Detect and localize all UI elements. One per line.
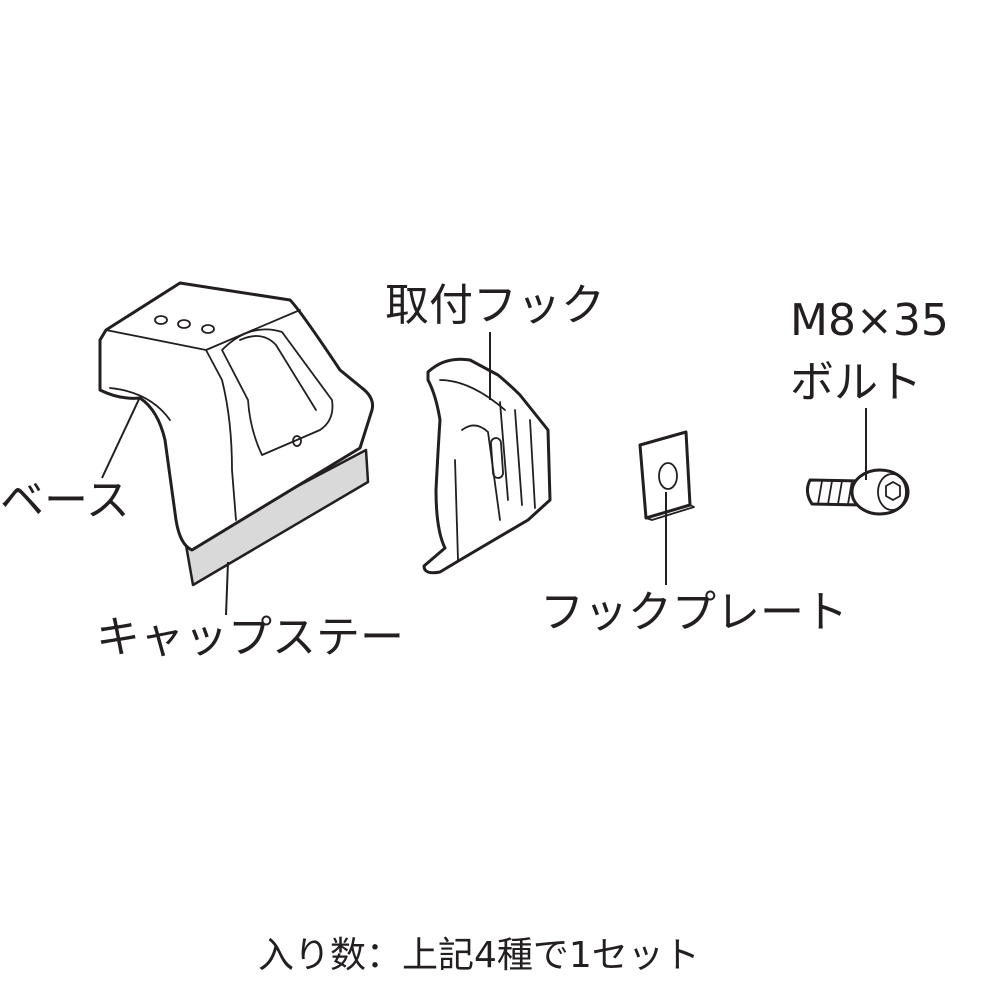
label-bolt: ボルト xyxy=(790,357,922,408)
leader-base xyxy=(101,396,141,479)
label-hook-plate: フックプレート xyxy=(540,587,848,638)
set-quantity-note: 入り数：上記4種で1セット xyxy=(258,935,700,976)
bolt-part xyxy=(805,468,910,516)
label-cap-stay: キャップステー xyxy=(96,612,404,663)
label-hook: 取付フック xyxy=(385,280,605,331)
leader-cap-stay xyxy=(225,561,229,616)
label-bolt-size: M8×35 xyxy=(790,295,949,346)
hook-plate-part xyxy=(638,430,695,521)
base-part xyxy=(98,281,374,587)
label-base: ベース xyxy=(0,475,130,526)
mounting-hook-part xyxy=(422,357,552,575)
